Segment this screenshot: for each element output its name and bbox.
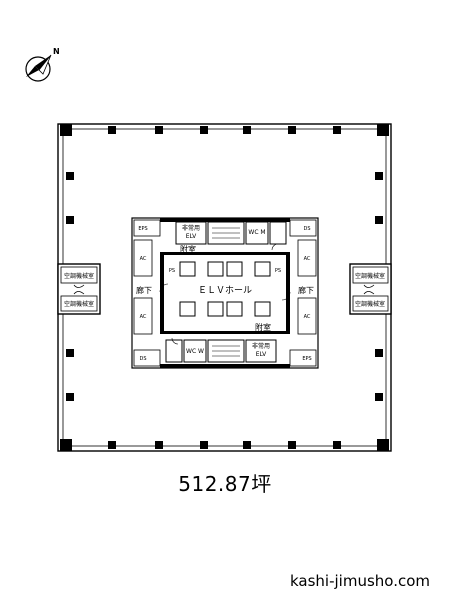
svg-text:ELV: ELV xyxy=(186,233,197,240)
svg-text:AC: AC xyxy=(304,256,311,262)
corridor-left-label: 廊下 xyxy=(136,285,152,295)
svg-text:空調機械室: 空調機械室 xyxy=(355,300,385,308)
svg-text:EPS: EPS xyxy=(138,226,147,232)
north-arrow-icon: N xyxy=(25,47,60,82)
svg-text:ELV: ELV xyxy=(256,351,267,358)
core-labels: 非常用 ELV WC M 非常用 ELV WC W EPS DS DS EPS … xyxy=(138,224,311,362)
svg-text:WC M: WC M xyxy=(248,229,265,236)
north-label: N xyxy=(53,47,60,56)
svg-text:PS: PS xyxy=(275,268,281,274)
svg-text:空調機械室: 空調機械室 xyxy=(355,272,385,280)
svg-text:WC W: WC W xyxy=(186,348,204,355)
svg-text:PS: PS xyxy=(169,268,175,274)
svg-text:AC: AC xyxy=(140,256,147,262)
svg-text:空調機械室: 空調機械室 xyxy=(64,300,94,308)
ac-room-left: 空調機械室 空調機械室 xyxy=(57,263,101,315)
floor-plan: 空調機械室 空調機械室 空調機械室 空調機械室 xyxy=(57,123,392,452)
svg-text:DS: DS xyxy=(139,356,146,362)
svg-text:AC: AC xyxy=(140,314,147,320)
svg-text:非常用: 非常用 xyxy=(182,224,200,232)
svg-text:非常用: 非常用 xyxy=(252,342,270,350)
svg-text:EPS: EPS xyxy=(302,356,311,362)
svg-text:空調機械室: 空調機械室 xyxy=(64,272,94,280)
columns xyxy=(60,124,389,451)
svg-text:AC: AC xyxy=(304,314,311,320)
core xyxy=(131,217,319,369)
elv-hall-label: ＥＬＶホール xyxy=(198,285,252,296)
svg-text:DS: DS xyxy=(303,226,310,232)
annex-top-label: 附室 xyxy=(180,244,196,254)
ac-room-right: 空調機械室 空調機械室 xyxy=(349,263,392,315)
floor-area-label: 512.87坪 xyxy=(178,472,272,496)
site-watermark: kashi-jimusho.com xyxy=(289,572,430,590)
corridor-right-label: 廊下 xyxy=(298,285,314,295)
annex-bottom-label: 附室 xyxy=(255,322,271,332)
